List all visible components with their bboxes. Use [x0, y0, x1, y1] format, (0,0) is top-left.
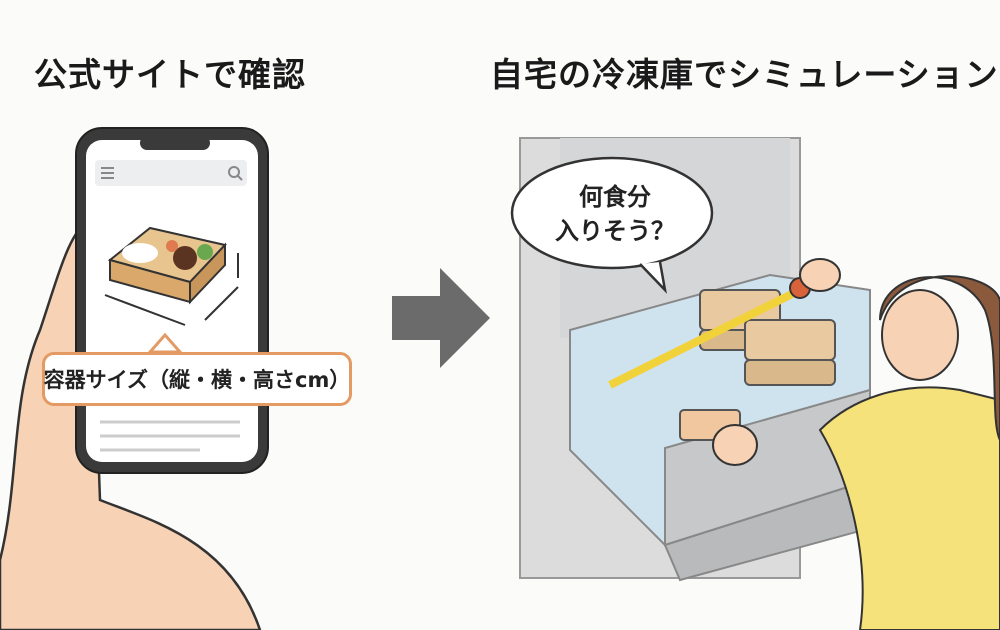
measuring-tape: [608, 286, 802, 389]
arrow-right-icon: [392, 268, 490, 368]
right-title: 自宅の冷凍庫でシミュレーション: [490, 55, 999, 94]
speech-line-1: 何食分: [579, 183, 651, 211]
bento-box: [107, 226, 227, 305]
left-title: 公式サイトで確認: [34, 55, 306, 94]
menu-icon: [101, 167, 114, 179]
hand: [0, 218, 262, 630]
speech-bubble: [510, 156, 714, 270]
size-label: 容器サイズ（縦・横・高さcm）: [42, 352, 352, 406]
speech-text: 何食分 入りそう？: [540, 180, 690, 248]
woman-face: [881, 289, 959, 381]
dimension-arrows: [104, 253, 239, 326]
search-bar: [95, 160, 247, 186]
phone-screen: [86, 140, 258, 462]
woman-body: [818, 386, 1000, 630]
search-icon: [228, 166, 243, 181]
woman-hair: [879, 275, 1000, 441]
speech-line-2: 入りそう？: [555, 217, 675, 245]
meal-containers: [679, 289, 836, 441]
